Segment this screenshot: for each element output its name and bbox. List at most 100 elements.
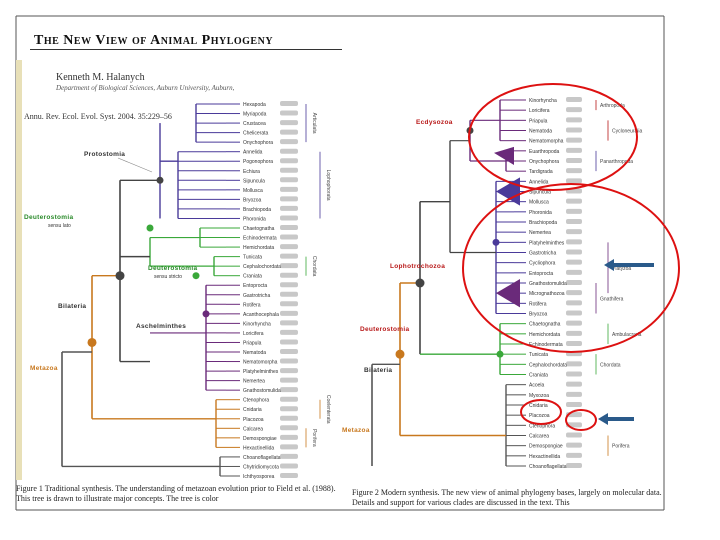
organism-sketch [280, 339, 298, 345]
taxon-label: Placozoa [529, 413, 550, 419]
organism-sketch [280, 301, 298, 307]
side-label: Cycloneuralia [612, 129, 643, 135]
taxon-label: Kinorhyncha [529, 98, 557, 104]
taxon-label: Tunicata [529, 352, 548, 358]
organism-sketch [566, 300, 582, 306]
taxon-label: Mollusca [529, 200, 549, 206]
figure1-tree: HexapodaMyriapodaCrustaceaChelicerataOny… [24, 101, 331, 480]
taxon-label: Ctenophora [243, 398, 269, 404]
organism-sketch [566, 208, 582, 214]
side-label: Chordata [600, 362, 621, 368]
organism-sketch [280, 234, 298, 240]
taxon-label: Hexactinellida [243, 445, 274, 451]
organism-sketch [566, 452, 582, 458]
organism-sketch [280, 358, 298, 364]
title-divider [30, 49, 342, 50]
taxon-label: Placozoa [243, 417, 264, 423]
taxon-label: Echinodermata [529, 342, 563, 348]
taxon-label: Nematoda [529, 129, 552, 135]
annotation-ellipse-acoela [520, 399, 562, 425]
organism-sketch [280, 225, 298, 230]
author-affiliation: Department of Biological Sciences, Aubur… [56, 84, 235, 92]
taxon-label: Nemertea [243, 379, 265, 385]
side-label: Arthropoda [600, 103, 625, 109]
organism-sketch [566, 198, 582, 204]
node-bilateria [415, 278, 425, 288]
node-aschelminthes [202, 310, 210, 318]
organism-sketch [280, 282, 298, 288]
annotation-ellipse-ecdysozoa [468, 83, 638, 191]
taxon-label: Pogonophora [243, 159, 273, 165]
organism-sketch [566, 290, 582, 296]
organism-sketch [566, 178, 582, 184]
organism-sketch [280, 110, 298, 116]
annotation-ellipse-lophotrochozoa [462, 183, 680, 353]
clade-metazoa: Metazoa [30, 365, 58, 372]
organism-sketch [280, 272, 298, 278]
organism-sketch [280, 368, 298, 374]
taxon-label: Hexactinellida [529, 454, 560, 460]
taxon-label: Craniata [529, 373, 548, 379]
taxon-label: Acanthocephala [243, 312, 279, 318]
organism-sketch [566, 219, 582, 224]
clade-deuterostomia: Deuterostomia [24, 214, 73, 221]
taxon-label: Phoronida [243, 216, 266, 222]
taxon-label: Cephalochordata [529, 362, 567, 368]
organism-sketch [566, 229, 582, 235]
organism-sketch [280, 167, 298, 173]
organism-sketch [566, 97, 582, 102]
figure2-tree: KinorhynchaLoriciferaPriapulaNematodaNem… [342, 97, 643, 470]
taxon-label: Myxozoa [529, 393, 549, 399]
taxon-label: Gnathostomulida [529, 281, 567, 287]
organism-sketch [280, 244, 298, 250]
taxon-label: Rotifera [243, 302, 261, 308]
organism-sketch [566, 137, 582, 143]
organism-sketch [566, 117, 582, 123]
taxon-label: Entoprocta [529, 271, 553, 277]
taxon-label: Craniata [243, 274, 262, 280]
clade-deuterostomia: Deuterostomia [360, 326, 409, 333]
organism-sketch [566, 259, 582, 265]
organism-sketch [280, 139, 298, 145]
organism-sketch [566, 391, 582, 397]
organism-sketch [566, 249, 582, 255]
figure1-caption: Figure 1 Traditional synthesis. The unde… [16, 484, 336, 503]
taxon-label: Priapula [243, 340, 262, 346]
taxon-label: Onychophora [243, 140, 273, 146]
taxon-label: Choanoflagellata [243, 455, 281, 461]
organism-sketch [566, 371, 582, 377]
taxon-label: Cephalochordata [243, 264, 281, 270]
taxon-label: Hexapoda [243, 102, 266, 108]
taxon-label: Tardigrada [529, 169, 553, 175]
organism-sketch [280, 406, 298, 412]
taxon-label: Nematoda [243, 350, 266, 356]
taxon-label: Micrognathozoa [529, 291, 565, 297]
organism-sketch [566, 402, 582, 407]
taxon-label: Ctenophora [529, 423, 555, 429]
node-lophotrochozoa [492, 238, 500, 246]
taxon-label: Myriapoda [243, 112, 267, 118]
organism-sketch [280, 387, 298, 393]
taxon-label: Annelida [243, 150, 263, 156]
taxon-label: Calcarea [243, 426, 263, 432]
side-label: Coelenterata [325, 395, 331, 424]
taxon-label: Gnathostomulida [243, 388, 281, 394]
taxon-label: Chytridiomycota [243, 464, 279, 470]
paper-edge [16, 60, 22, 480]
organism-sketch [280, 377, 298, 383]
taxon-label: Choanoflagellata [529, 464, 567, 470]
clade-deuterostomia-sub: sensu lato [48, 223, 71, 229]
taxon-label: Hemichordata [529, 332, 560, 338]
slide-title: The New View of Animal Phylogeny [34, 33, 274, 48]
organism-sketch [280, 434, 298, 440]
organism-sketch [566, 361, 582, 367]
organism-sketch [280, 120, 298, 126]
taxon-label: Annelida [529, 179, 549, 185]
taxon-label: Chaetognatha [243, 226, 275, 232]
organism-sketch [566, 330, 582, 336]
taxon-label: Euarthropoda [529, 149, 560, 155]
node-protostomia [156, 176, 164, 184]
organism-sketch [566, 269, 582, 275]
